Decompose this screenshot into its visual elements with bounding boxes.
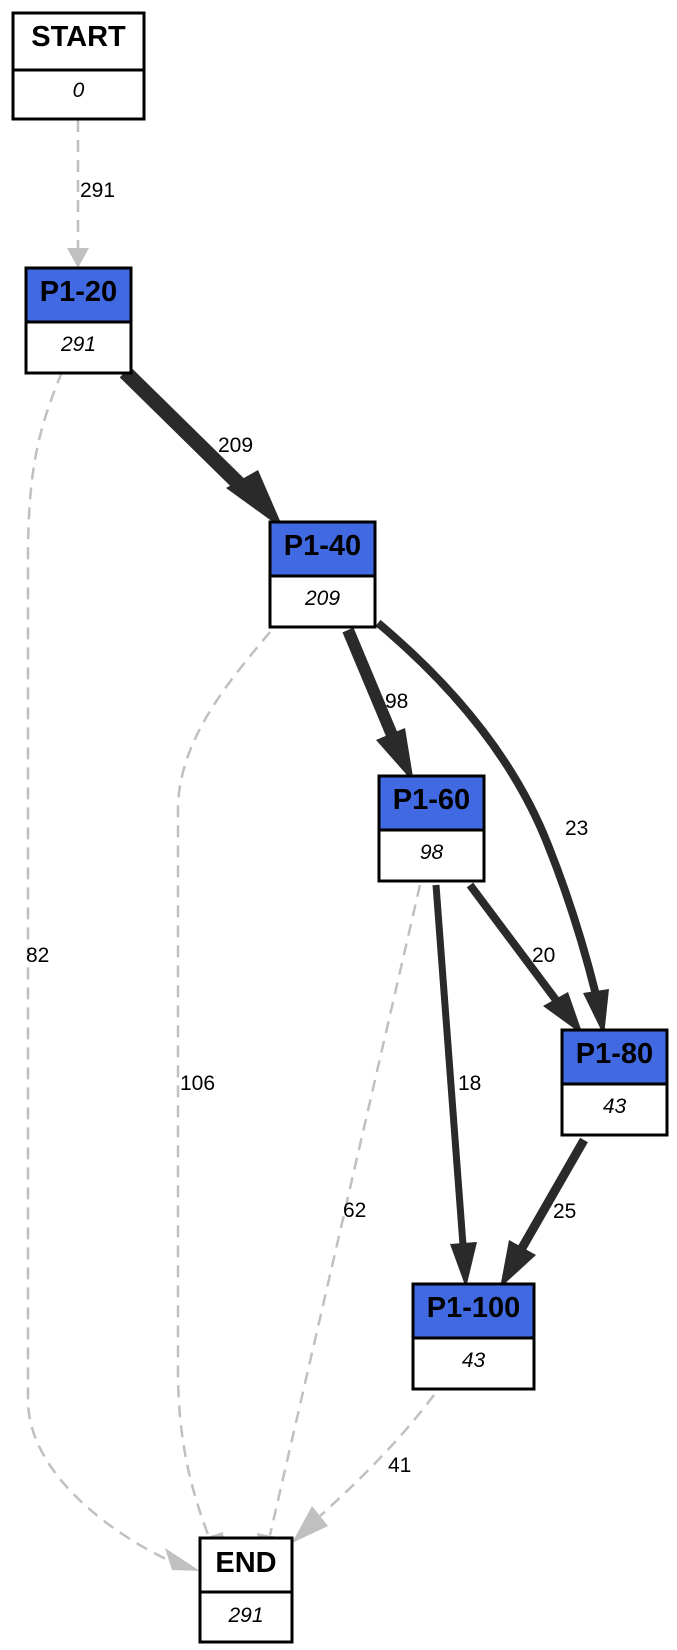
- edge-p1-20-p1-40: 209: [119, 366, 284, 530]
- edge-p1-40-p1-60: 98: [342, 627, 414, 783]
- edge-start-p1-20: 291: [67, 120, 115, 268]
- edge-label: 23: [565, 817, 588, 840]
- node-count: 0: [73, 79, 85, 102]
- edge-p1-40-p1-80: 23: [375, 619, 609, 1036]
- node-count: 291: [227, 1604, 263, 1627]
- edge-label: 41: [388, 1454, 411, 1477]
- node-start[interactable]: START 0: [11, 11, 146, 121]
- edge-p1-40-end: 106: [176, 631, 271, 1572]
- edge-label: 106: [180, 1072, 215, 1095]
- edge-p1-60-p1-100: 18: [432, 884, 481, 1288]
- node-title: P1-40: [284, 530, 361, 562]
- edge-label: 62: [343, 1199, 366, 1222]
- edge-label: 20: [532, 944, 555, 967]
- edge-label: 209: [218, 434, 253, 457]
- node-count: 43: [462, 1349, 486, 1372]
- node-p1-80[interactable]: P1-80 43: [560, 1028, 669, 1137]
- node-title: P1-80: [576, 1038, 653, 1070]
- edge-label: 98: [385, 690, 408, 713]
- edge-p1-100-end: 41: [292, 1394, 435, 1543]
- nodes: START 0 P1-20 291 P1-40 209 P1-60 98: [11, 11, 669, 1644]
- node-title: END: [215, 1547, 276, 1579]
- edge-label: 25: [553, 1200, 576, 1223]
- node-p1-40[interactable]: P1-40 209: [268, 520, 377, 629]
- node-count: 291: [60, 333, 96, 356]
- edge-label: 18: [458, 1072, 481, 1095]
- node-end[interactable]: END 291: [198, 1536, 294, 1644]
- node-title: P1-20: [40, 276, 117, 308]
- edge-p1-60-p1-80: 20: [466, 882, 583, 1035]
- node-p1-100[interactable]: P1-100 43: [411, 1282, 536, 1391]
- node-p1-60[interactable]: P1-60 98: [377, 774, 486, 883]
- node-title: P1-100: [427, 1292, 521, 1324]
- node-title: P1-60: [393, 784, 470, 816]
- edges: 291 209 82 98 23 106: [26, 120, 609, 1575]
- node-count: 209: [304, 587, 340, 610]
- node-count: 98: [420, 841, 444, 864]
- node-title: START: [31, 21, 126, 53]
- edge-p1-20-end: 82: [26, 371, 200, 1571]
- edge-label: 82: [26, 944, 49, 967]
- node-p1-20[interactable]: P1-20 291: [24, 266, 133, 375]
- edge-p1-80-p1-100: 25: [500, 1137, 588, 1288]
- node-count: 43: [603, 1095, 627, 1118]
- edge-label: 291: [80, 179, 115, 202]
